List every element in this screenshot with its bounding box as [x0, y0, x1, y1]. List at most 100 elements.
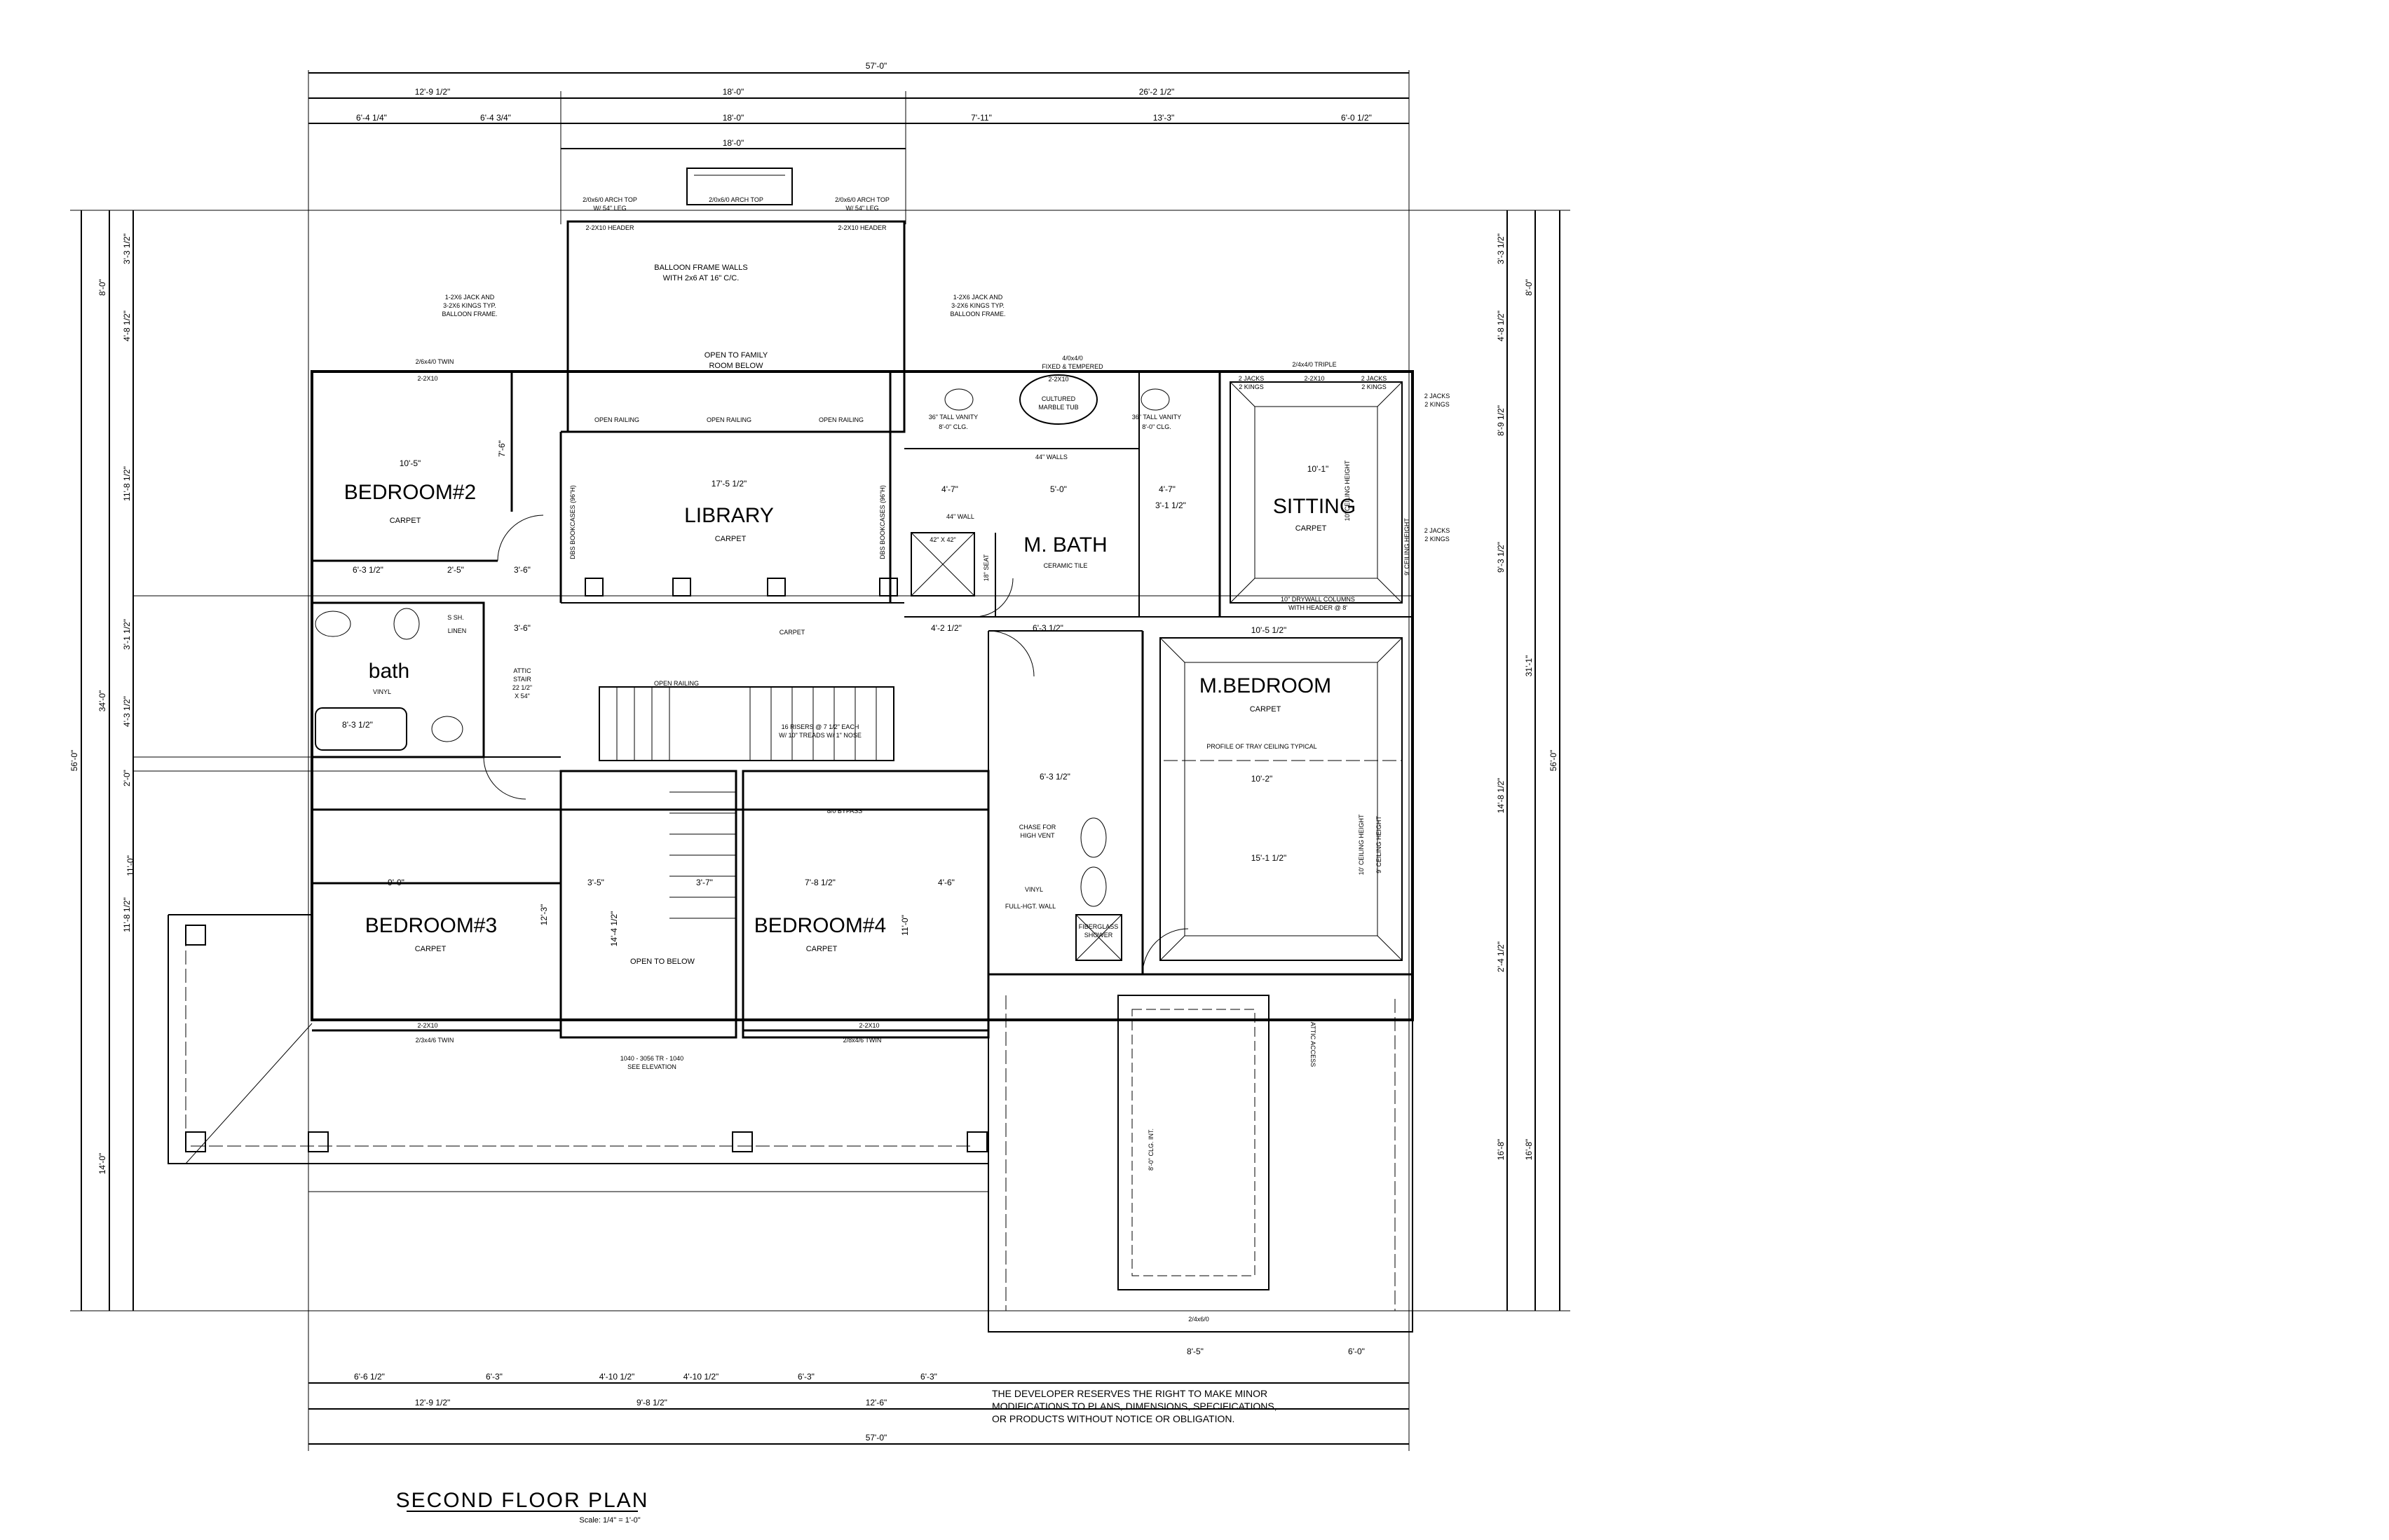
- jack-king-note: BALLOON FRAME.: [442, 311, 497, 318]
- ceiling-height-note: 10' CEILING HEIGHT: [1344, 460, 1351, 521]
- shower-note: 42" X 42": [930, 536, 955, 543]
- annotation-notes: OPEN RAILING OPEN RAILING OPEN RAILING O…: [416, 196, 1450, 1323]
- dim-top-row3: 18'-0": [723, 138, 744, 148]
- dim-left-seg: 14'-0": [97, 1153, 107, 1175]
- dim-top-row2: 6'-4 3/4": [480, 113, 511, 123]
- clg-int-note: 8'-0" CLG. INT.: [1148, 1129, 1155, 1171]
- dim-right-seg: 2'-4 1/2": [1496, 941, 1506, 972]
- arch-window-note: 2/0x6/0 ARCH TOP: [583, 196, 637, 203]
- room-name-bedroom2: BEDROOM#2: [344, 481, 476, 504]
- walls-note: 44" WALLS: [1035, 454, 1068, 461]
- dim-misc: 11'-0": [125, 855, 135, 876]
- dim-top-row2: 7'-11": [971, 113, 992, 123]
- dimension-labels: 57'-0" 12'-9 1/2" 18'-0" 26'-2 1/2" 6'-4…: [69, 61, 1558, 1443]
- open-to-family-label: OPEN TO FAMILY: [705, 351, 768, 360]
- room-dim-bedroom2: 10'-5": [400, 458, 421, 468]
- dim-bottom-row2: 12'-9 1/2": [415, 1398, 451, 1408]
- vanity-note: 36" TALL VANITY: [929, 414, 978, 421]
- dim-bottom-row2: 9'-8 1/2": [637, 1398, 667, 1408]
- jacks-note: 2 JACKS: [1361, 375, 1387, 382]
- arch-window-note: 2/0x6/0 ARCH TOP: [835, 196, 890, 203]
- dim-right-mid: 31'-1": [1524, 655, 1534, 677]
- dim-top-row2: 6'-0 1/2": [1341, 113, 1372, 123]
- disclaimer-note: THE DEVELOPER RESERVES THE RIGHT TO MAKE…: [992, 1388, 1277, 1424]
- dim-left-seg: 2'-0": [122, 770, 132, 786]
- jacks-note: 2 KINGS: [1361, 383, 1387, 390]
- cultured-tub-note: CULTURED: [1042, 395, 1076, 402]
- dim-bottom-row1: 6'-3": [798, 1372, 815, 1382]
- jack-king-note: 1-2X6 JACK AND: [953, 294, 1003, 301]
- jack-king-note: 3-2X6 KINGS TYP.: [443, 302, 496, 309]
- full-height-wall-note: FULL-HGT. WALL: [1005, 903, 1056, 910]
- room-name-bath: bath: [369, 660, 409, 683]
- arch-window-note: 2/0x6/0 ARCH TOP: [709, 196, 763, 203]
- dim-top-row2: 18'-0": [723, 113, 744, 123]
- twin-window-note: 2/8x4/6 TWIN: [843, 1037, 882, 1044]
- header-note: 2-2X10 HEADER: [585, 224, 634, 231]
- jacks-note: 2 KINGS: [1424, 401, 1450, 408]
- ceiling-height-note: 10' CEILING HEIGHT: [1358, 814, 1365, 875]
- elevation-note: SEE ELEVATION: [627, 1063, 676, 1070]
- open-railing-note: OPEN RAILING: [707, 416, 751, 423]
- room-floor-mbath: CERAMIC TILE: [1044, 562, 1088, 569]
- dim-left-seg: 11'-8 1/2": [122, 897, 132, 932]
- ceiling-note: 8'-0" CLG.: [939, 423, 967, 430]
- jack-king-note: 3-2X6 KINGS TYP.: [951, 302, 1005, 309]
- dim-misc: 11'-0": [900, 915, 910, 936]
- dim-misc: 4'-2 1/2": [931, 623, 962, 633]
- drywall-columns-note: WITH HEADER @ 8': [1288, 604, 1347, 611]
- room-name-bedroom3: BEDROOM#3: [365, 914, 497, 937]
- dim-misc: 4'-6": [938, 878, 955, 887]
- room-floor-sitting: CARPET: [1295, 524, 1327, 533]
- vinyl-note: VINYL: [1025, 886, 1043, 893]
- room-dim-mbedroom: 10'-2": [1251, 774, 1273, 784]
- ceiling-height-note: 9' CEILING HEIGHT: [1375, 816, 1382, 873]
- fixed-window-note: FIXED & TEMPERED: [1042, 363, 1103, 370]
- room-dim-bedroom4: 7'-8 1/2": [805, 878, 836, 887]
- room-dim-bedroom3: 9'-0": [388, 878, 404, 887]
- dim-right-seg: 16'-8": [1496, 1139, 1506, 1161]
- dim-misc: 6'-3 1/2": [1040, 772, 1070, 782]
- dim-top-row1: 18'-0": [723, 87, 744, 97]
- dim-left-seg: 8'-0": [97, 279, 107, 296]
- dim-misc: 3'-6": [514, 565, 531, 575]
- dim-misc: 3'-1 1/2": [1155, 500, 1186, 510]
- arch-window-note: W/ 54" LEG: [593, 205, 626, 212]
- dim-right-seg: 8'-0": [1524, 279, 1534, 296]
- dim-bottom-row1: 4'-10 1/2": [683, 1372, 719, 1382]
- dim-bottom-row1: 6'-6 1/2": [354, 1372, 385, 1382]
- twin-window-note: 2/3x4/6 TWIN: [416, 1037, 454, 1044]
- room-floor-bath: VINYL: [373, 688, 391, 695]
- dim-misc: 6'-3 1/2": [353, 565, 383, 575]
- jack-king-note: 1-2X6 JACK AND: [445, 294, 495, 301]
- dim-bottom-row2: 12'-6": [866, 1398, 887, 1408]
- room-dim-bath: 8'-3 1/2": [342, 720, 373, 730]
- shelf-note: S SH.: [447, 614, 464, 621]
- dim-right-seg: 4'-8 1/2": [1496, 311, 1506, 341]
- wall-note: 44" WALL: [946, 513, 974, 520]
- room-floor-bedroom2: CARPET: [390, 517, 421, 525]
- attic-access-note: ATTIC ACCESS: [1309, 1022, 1316, 1067]
- balloon-frame-note: WITH 2x6 AT 16" C/C.: [663, 274, 740, 282]
- dim-bottom-row1: 6'-0": [1348, 1347, 1365, 1356]
- bookcases-note: DBS BOOKCASES (96"H): [569, 485, 576, 559]
- dim-left-seg: 4'-3 1/2": [122, 696, 132, 727]
- header-note: 2-2X10: [417, 1022, 437, 1029]
- room-name-bedroom4: BEDROOM#4: [754, 914, 886, 937]
- stair-risers-note: W/ 10" TREADS W/ 1" NOSE: [779, 732, 862, 739]
- dim-top-row2: 13'-3": [1153, 113, 1175, 123]
- header-note: 2-2X10: [1048, 376, 1068, 383]
- open-to-below-label: OPEN TO BELOW: [630, 958, 695, 966]
- open-railing-note: OPEN RAILING: [654, 680, 699, 687]
- open-to-family-label: ROOM BELOW: [709, 362, 763, 370]
- header-note: 2-2X10: [417, 375, 437, 382]
- balloon-frame-note: BALLOON FRAME WALLS: [654, 264, 747, 272]
- dim-misc: 2'-5": [447, 565, 464, 575]
- cultured-tub-note: MARBLE TUB: [1038, 404, 1078, 411]
- open-railing-note: OPEN RAILING: [819, 416, 864, 423]
- jacks-note: 2 KINGS: [1424, 536, 1450, 543]
- twin-window-note: 2/6x4/0 TWIN: [416, 358, 454, 365]
- dim-bottom-row1: 6'-3": [486, 1372, 503, 1382]
- dim-misc: 5'-0": [1050, 484, 1067, 494]
